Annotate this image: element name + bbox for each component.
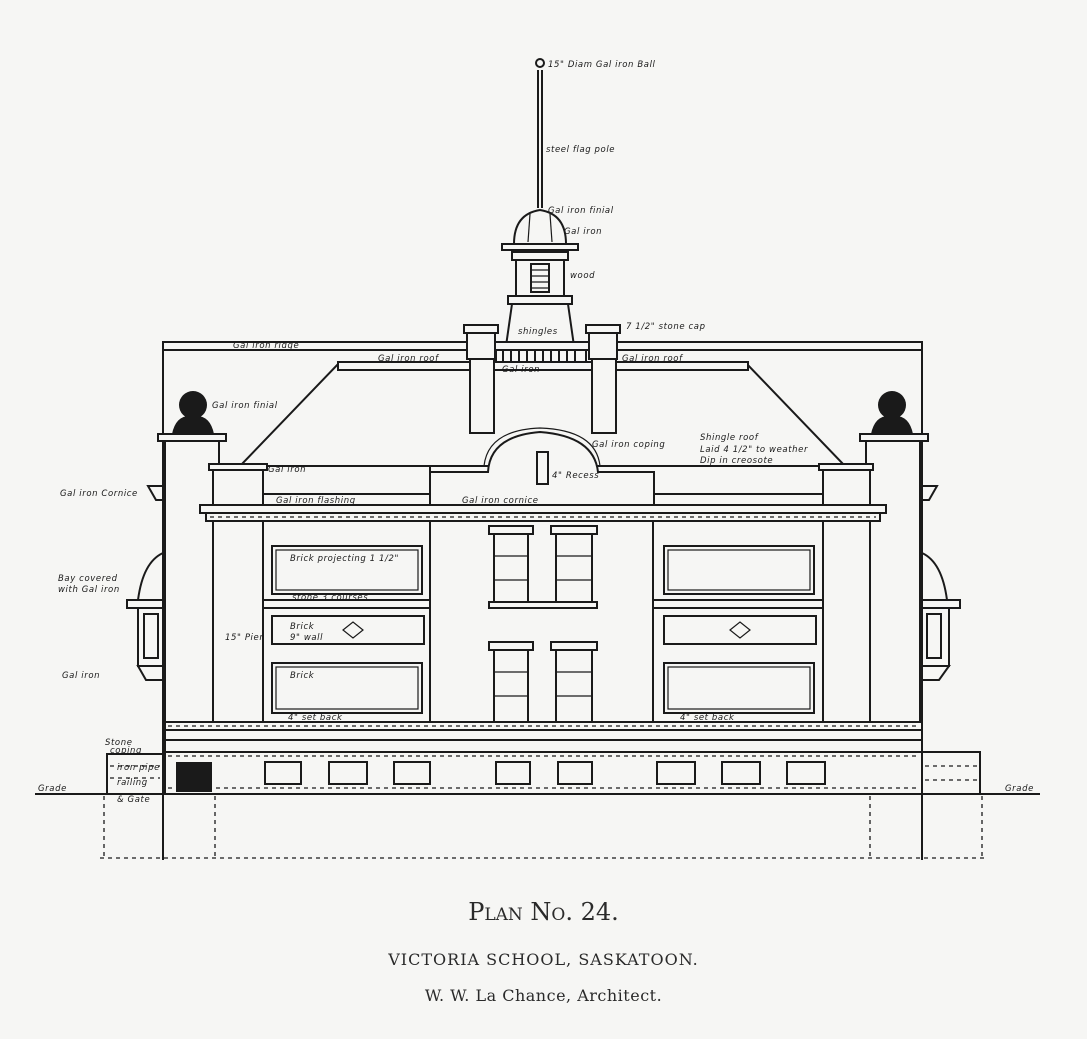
- svg-text:Gal iron finial: Gal iron finial: [548, 206, 614, 216]
- plan-number: Plan No. 24.: [468, 898, 619, 926]
- bay-left: [126, 485, 164, 681]
- drawing-title: VICTORIA SCHOOL, SASKATOON.: [388, 950, 699, 969]
- svg-text:shingles: shingles: [518, 327, 558, 337]
- chimney-right: [585, 324, 621, 434]
- svg-text:Gal iron roof: Gal iron roof: [622, 354, 684, 364]
- svg-text:9" wall: 9" wall: [290, 633, 323, 643]
- svg-text:wood: wood: [570, 271, 595, 281]
- ridge: [162, 341, 923, 351]
- svg-text:Brick projecting 1 1/2": Brick projecting 1 1/2": [290, 554, 399, 564]
- svg-text:iron pipe: iron pipe: [117, 763, 160, 773]
- foundation: [100, 796, 986, 859]
- panels-left: [262, 545, 431, 714]
- svg-text:Gal iron finial: Gal iron finial: [212, 401, 278, 411]
- panels-right: [652, 545, 824, 714]
- svg-text:Bay covered: Bay covered: [58, 574, 118, 584]
- svg-text:coping: coping: [110, 746, 142, 756]
- svg-text:Gal iron: Gal iron: [564, 227, 602, 237]
- gate: [176, 762, 212, 792]
- svg-text:Laid 4 1/2" to weather: Laid 4 1/2" to weather: [700, 445, 808, 455]
- iron-ball: [535, 58, 545, 68]
- svg-text:Brick: Brick: [290, 671, 315, 681]
- annotations: 15" Diam Gal iron Ball steel flag pole G…: [38, 60, 1034, 805]
- svg-text:Grade: Grade: [38, 784, 67, 794]
- tower-left: [157, 391, 268, 726]
- svg-text:Grade: Grade: [1005, 784, 1034, 794]
- svg-text:& Gate: & Gate: [117, 795, 150, 805]
- svg-text:15" Pier: 15" Pier: [225, 633, 263, 643]
- svg-text:Gal iron: Gal iron: [62, 671, 100, 681]
- svg-text:Stone: Stone: [105, 738, 133, 748]
- svg-text:railing: railing: [117, 778, 148, 788]
- svg-text:4" set back: 4" set back: [680, 713, 735, 723]
- svg-text:Gal iron roof: Gal iron roof: [378, 354, 440, 364]
- svg-text:Gal iron: Gal iron: [502, 365, 540, 375]
- svg-text:steel flag pole: steel flag pole: [546, 145, 615, 155]
- svg-text:Shingle roof: Shingle roof: [700, 433, 760, 443]
- svg-text:4" Recess: 4" Recess: [552, 471, 599, 481]
- svg-text:with Gal iron: with Gal iron: [58, 585, 120, 595]
- louver: [530, 263, 550, 293]
- architect-credit: W. W. La Chance, Architect.: [424, 986, 663, 1005]
- tower-right: [818, 391, 929, 726]
- base: [106, 721, 981, 795]
- svg-text:stone 3 courses: stone 3 courses: [292, 593, 368, 603]
- svg-text:15" Diam Gal iron Ball: 15" Diam Gal iron Ball: [548, 60, 656, 70]
- svg-text:Gal iron: Gal iron: [268, 465, 306, 475]
- chimney-left: [463, 324, 499, 434]
- main-cornice: [199, 504, 887, 514]
- svg-text:Gal iron ridge: Gal iron ridge: [233, 341, 299, 351]
- svg-text:Gal iron coping: Gal iron coping: [592, 440, 665, 450]
- svg-text:Brick: Brick: [290, 622, 315, 632]
- svg-text:Gal iron flashing: Gal iron flashing: [276, 496, 356, 506]
- svg-text:4" set back: 4" set back: [288, 713, 343, 723]
- svg-text:Gal iron Cornice: Gal iron Cornice: [60, 489, 138, 499]
- bay-right: [921, 485, 961, 681]
- svg-text:Dip in creosote: Dip in creosote: [700, 456, 773, 466]
- svg-text:7 1/2" stone cap: 7 1/2" stone cap: [626, 322, 706, 332]
- svg-text:Gal iron cornice: Gal iron cornice: [462, 496, 539, 506]
- flagpole: [535, 58, 545, 208]
